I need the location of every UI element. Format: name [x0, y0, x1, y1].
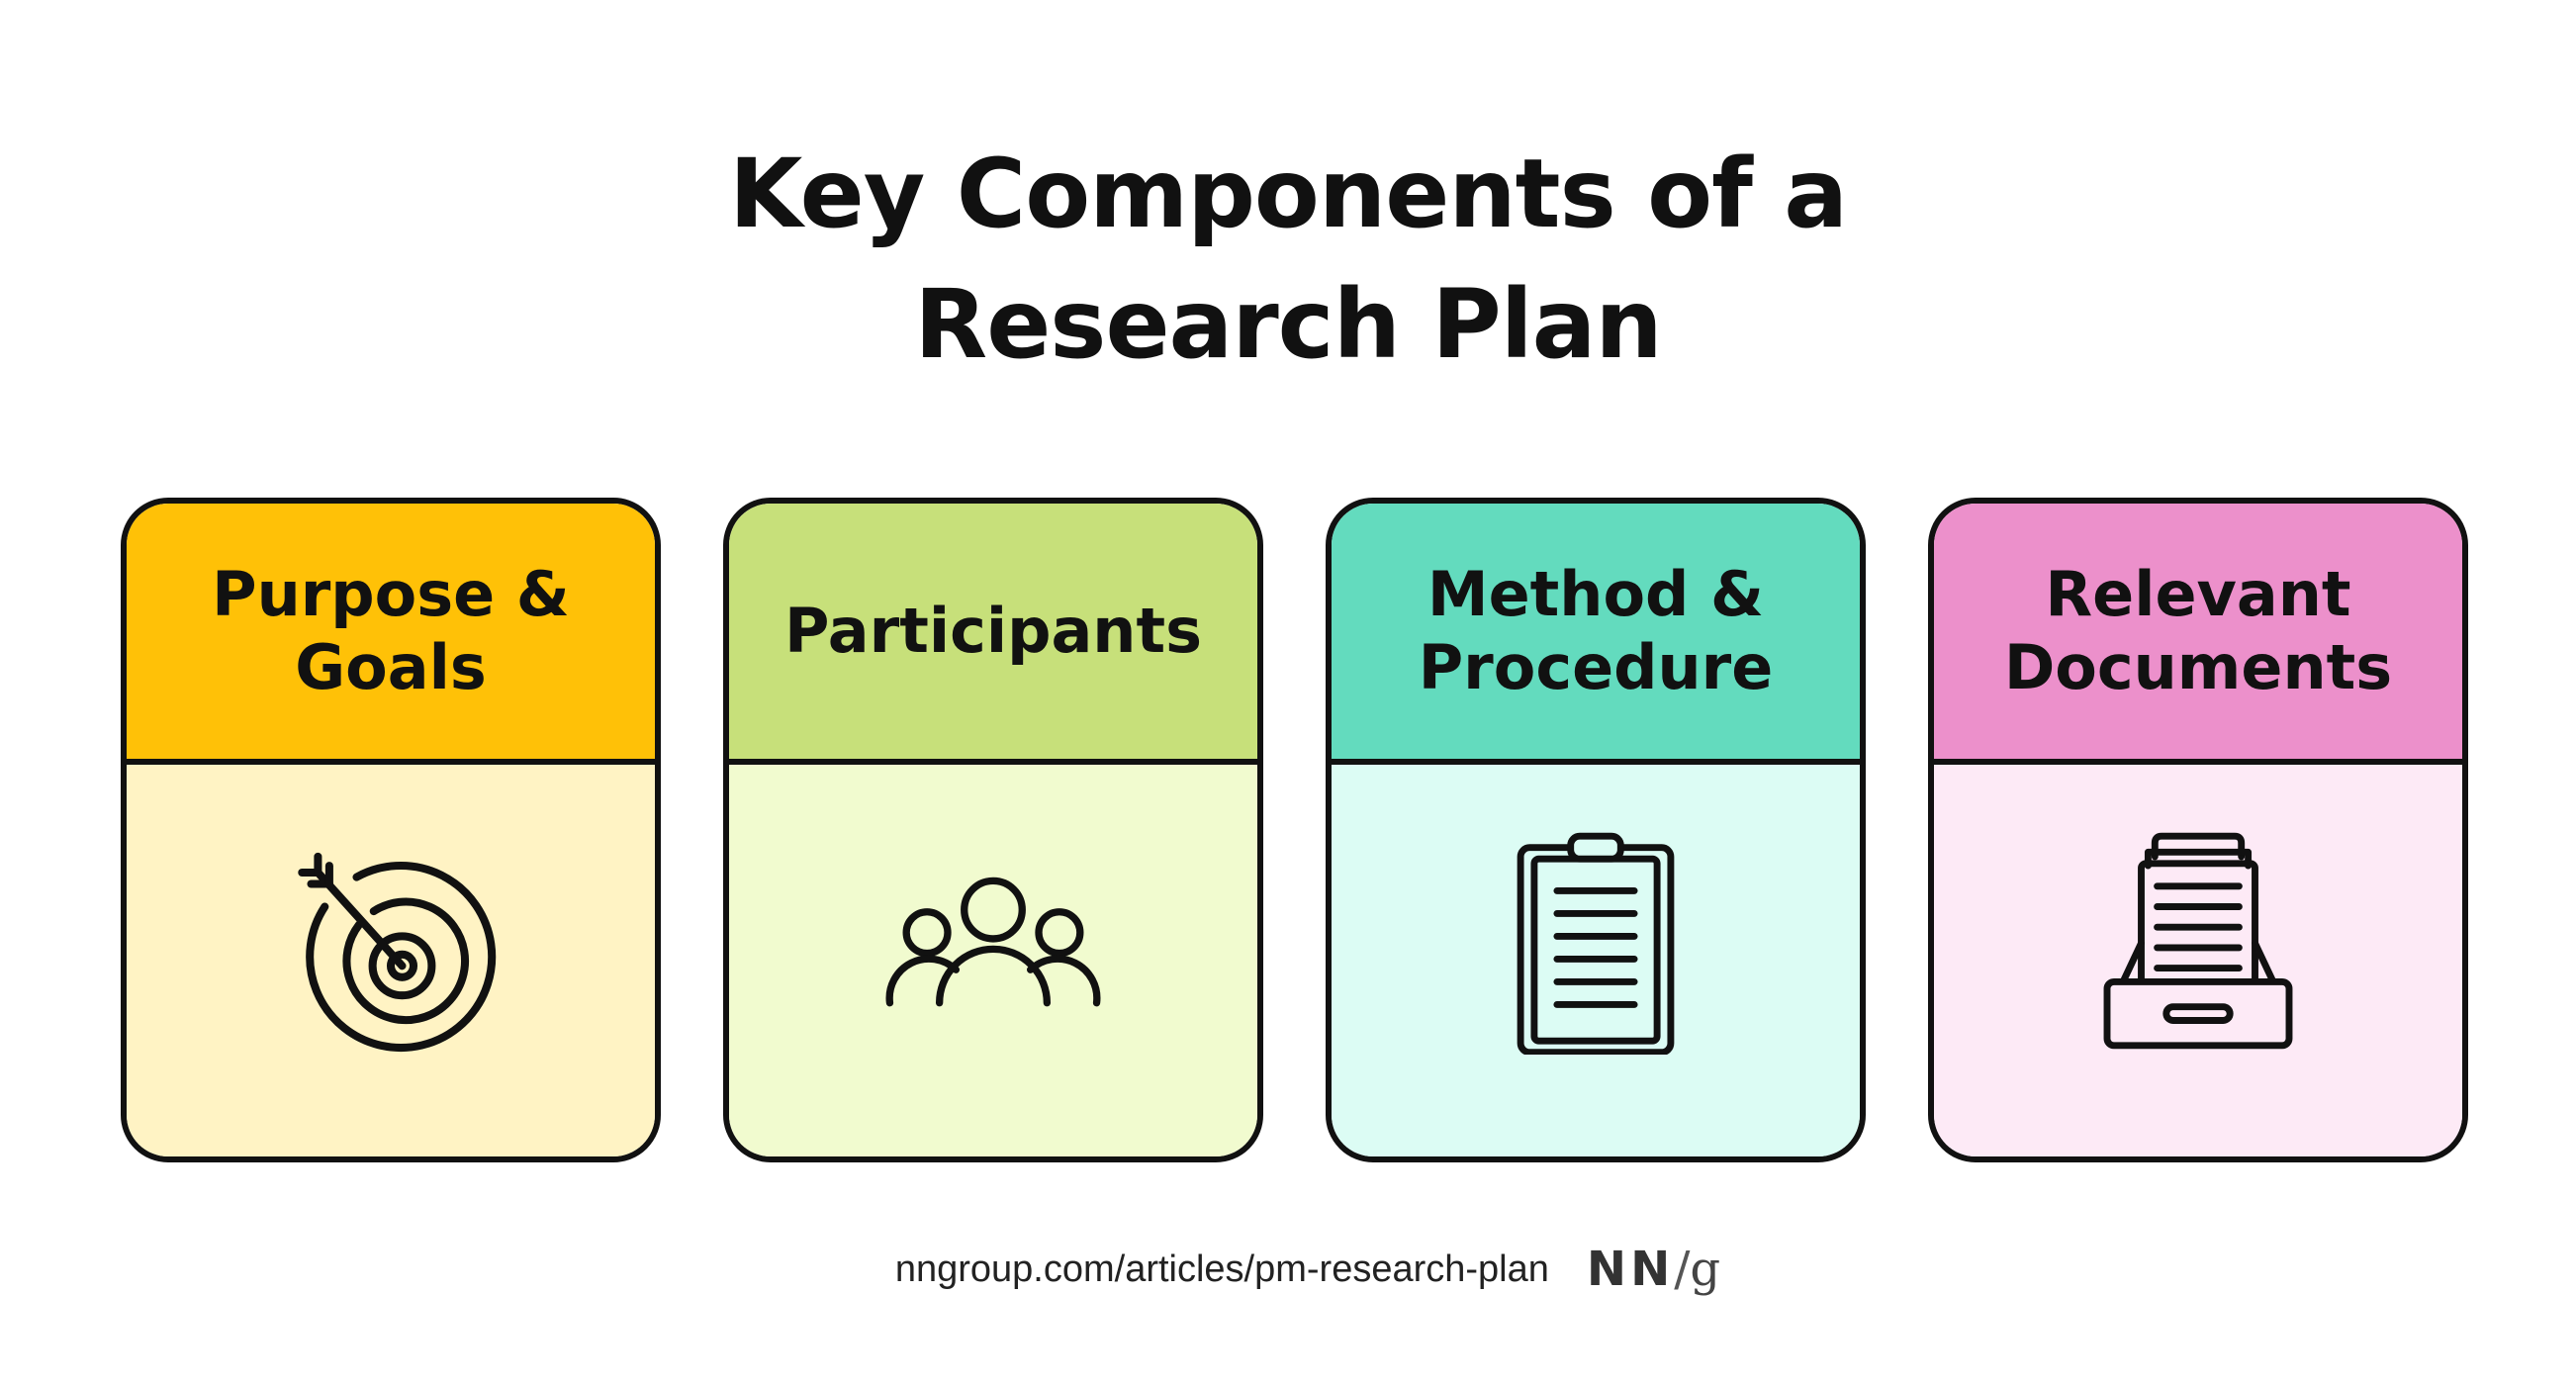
card-header: Relevant Documents [1934, 504, 2462, 765]
source-url[interactable]: nngroup.com/articles/pm-research-plan [894, 1247, 1549, 1290]
page-title: Key Components of a Research Plan [0, 129, 2576, 390]
card-purpose-goals: Purpose & Goals [121, 498, 661, 1162]
target-icon [298, 852, 497, 1053]
card-label: Purpose & Goals [212, 558, 570, 704]
logo-g-text: g [1690, 1242, 1721, 1297]
card-label: Relevant Documents [2004, 558, 2392, 704]
card-label-line: Relevant [2045, 558, 2351, 630]
logo-slash-text: / [1674, 1242, 1691, 1297]
card-body [127, 765, 655, 1156]
footer: nngroup.com/articles/pm-research-plan NN… [0, 1242, 2576, 1297]
card-body [1934, 765, 2462, 1156]
card-header: Participants [729, 504, 1257, 765]
card-body [729, 765, 1257, 1156]
card-method-procedure: Method & Procedure [1326, 498, 1866, 1162]
card-relevant-documents: Relevant Documents [1928, 498, 2468, 1162]
card-header: Method & Procedure [1332, 504, 1860, 765]
card-label-line: Procedure [1418, 631, 1774, 703]
card-label-line: Purpose & [212, 558, 570, 630]
card-header: Purpose & Goals [127, 504, 655, 765]
clipboard-icon [1517, 832, 1675, 1055]
card-label-line: Goals [295, 631, 487, 703]
nng-logo: NN / g [1587, 1242, 1720, 1297]
card-body [1332, 765, 1860, 1156]
card-label-line: Documents [2003, 631, 2393, 703]
page-title-line-2: Research Plan [914, 269, 1662, 380]
card-label: Participants [784, 595, 1202, 668]
file-box-icon [2103, 832, 2293, 1050]
card-participants: Participants [723, 498, 1263, 1162]
page-title-line-1: Key Components of a [728, 139, 1848, 249]
people-group-icon [885, 877, 1101, 1007]
components-row: Purpose & Goals [121, 498, 2468, 1162]
logo-nn-text: NN [1586, 1242, 1675, 1297]
card-label: Method & Procedure [1419, 558, 1774, 704]
card-label-line: Participants [784, 595, 1202, 667]
card-label-line: Method & [1426, 558, 1765, 630]
